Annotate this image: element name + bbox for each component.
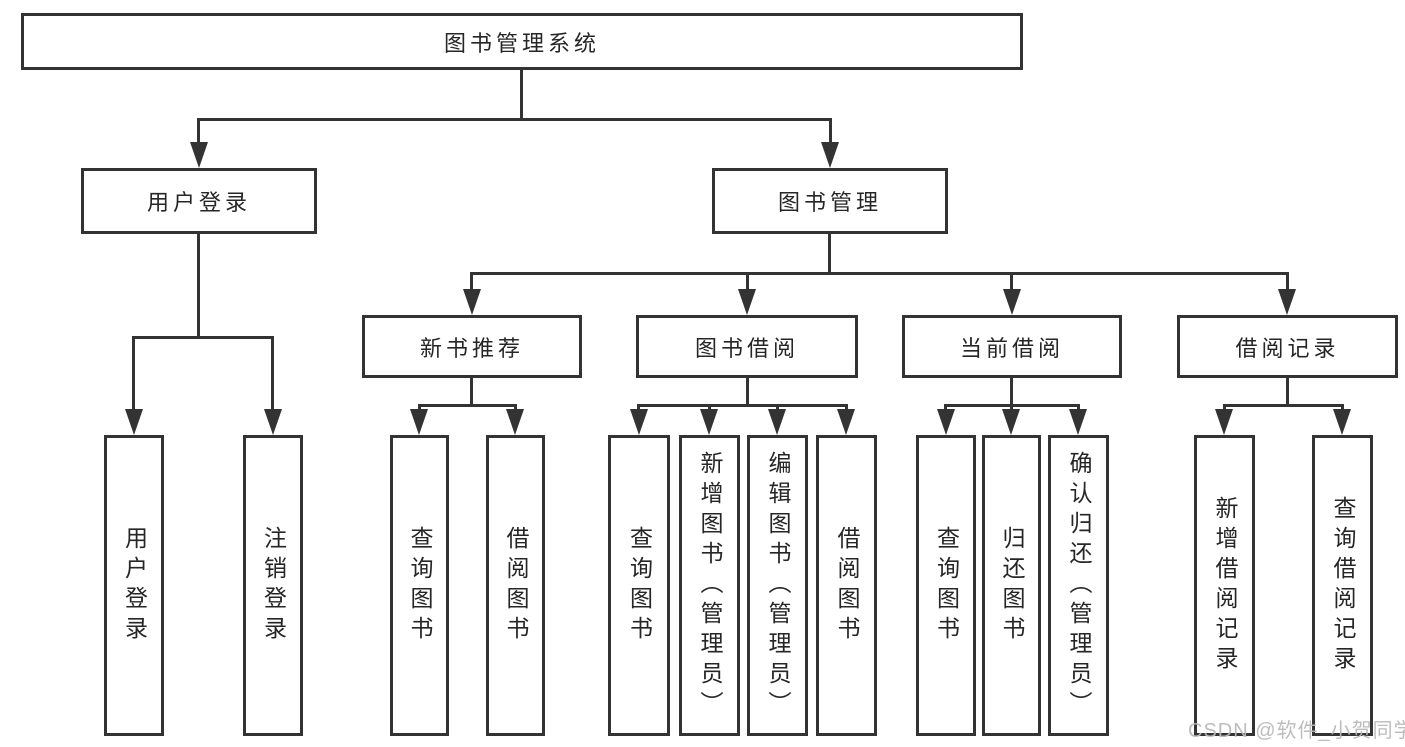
connector-level3-branch bbox=[470, 272, 1289, 275]
connector-drop bbox=[1341, 404, 1344, 413]
leaf-query-books-current: 查询图书 bbox=[916, 435, 976, 736]
connector-borrow-records-stem bbox=[1286, 378, 1289, 406]
connector-drop bbox=[514, 404, 517, 413]
arrowhead-leaf bbox=[1069, 409, 1087, 435]
connector-new-book-rec-stem bbox=[470, 378, 473, 406]
connector-drop-user-login bbox=[197, 118, 200, 148]
leaf-borrow-books-rec: 借阅图书 bbox=[486, 435, 545, 736]
connector-borrow-records-branch bbox=[1223, 404, 1344, 407]
connector-book-borrow-branch bbox=[637, 404, 848, 407]
connector-drop-book-borrow bbox=[746, 272, 749, 294]
node-root: 图书管理系统 bbox=[21, 13, 1023, 70]
arrowhead-new-book-rec bbox=[463, 289, 481, 315]
arrowhead-leaf bbox=[1002, 409, 1020, 435]
connector-drop bbox=[637, 404, 640, 413]
connector-user-login-branch bbox=[132, 336, 274, 339]
leaf-user-login: 用户登录 bbox=[104, 435, 164, 736]
node-book-borrow: 图书借阅 bbox=[636, 315, 858, 378]
arrowhead-user-login bbox=[190, 142, 208, 168]
connector-drop-current-borrow bbox=[1010, 272, 1013, 294]
connector-drop-leaf-logout bbox=[271, 336, 274, 414]
connector-drop-leaf-login bbox=[132, 336, 135, 414]
node-borrow-records: 借阅记录 bbox=[1177, 315, 1398, 378]
node-current-borrow: 当前借阅 bbox=[902, 315, 1122, 378]
arrowhead-current-borrow bbox=[1003, 289, 1021, 315]
connector-current-borrow-stem bbox=[1010, 378, 1013, 406]
connector-root-stem bbox=[520, 69, 523, 120]
connector-book-borrow-stem bbox=[746, 378, 749, 406]
leaf-add-books-admin: 新增图书（管理员） bbox=[679, 435, 740, 736]
leaf-confirm-return-admin: 确认归还（管理员） bbox=[1048, 435, 1109, 736]
connector-new-book-rec-branch bbox=[418, 404, 517, 407]
arrowhead-leaf-login bbox=[125, 409, 143, 435]
leaf-edit-books-admin: 编辑图书（管理员） bbox=[747, 435, 808, 736]
arrowhead-leaf bbox=[1215, 409, 1233, 435]
leaf-logout: 注销登录 bbox=[243, 435, 303, 736]
csdn-watermark: CSDN @软件_小贺同学 bbox=[1188, 720, 1405, 742]
connector-drop bbox=[418, 404, 421, 413]
node-new-book-rec: 新书推荐 bbox=[362, 315, 582, 378]
connector-drop bbox=[776, 404, 779, 413]
arrowhead-leaf bbox=[506, 409, 524, 435]
connector-book-mgmt-stem bbox=[828, 234, 831, 275]
connector-drop bbox=[1077, 404, 1080, 413]
leaf-borrow-books: 借阅图书 bbox=[816, 435, 877, 736]
arrowhead-leaf bbox=[937, 409, 955, 435]
connector-drop-new-book-rec bbox=[470, 272, 473, 294]
connector-level2-branch bbox=[197, 118, 832, 121]
leaf-add-borrow-record: 新增借阅记录 bbox=[1194, 435, 1255, 736]
node-user-login: 用户登录 bbox=[81, 168, 317, 234]
connector-drop bbox=[845, 404, 848, 413]
arrowhead-book-borrow bbox=[738, 289, 756, 315]
connector-user-login-stem bbox=[197, 234, 200, 338]
leaf-return-books: 归还图书 bbox=[982, 435, 1041, 736]
arrowhead-leaf bbox=[630, 409, 648, 435]
arrowhead-leaf bbox=[410, 409, 428, 435]
node-book-mgmt: 图书管理 bbox=[712, 168, 948, 234]
arrowhead-leaf bbox=[1333, 409, 1351, 435]
arrowhead-leaf bbox=[700, 409, 718, 435]
leaf-query-books-rec: 查询图书 bbox=[390, 435, 449, 736]
arrowhead-leaf bbox=[768, 409, 786, 435]
connector-drop-borrow-records bbox=[1286, 272, 1289, 294]
arrowhead-leaf bbox=[837, 409, 855, 435]
leaf-query-borrow-record: 查询借阅记录 bbox=[1312, 435, 1373, 736]
connector-drop bbox=[1010, 404, 1013, 413]
connector-drop-book-mgmt bbox=[829, 118, 832, 148]
connector-drop bbox=[944, 404, 947, 413]
leaf-query-books-borrow: 查询图书 bbox=[608, 435, 670, 736]
arrowhead-book-mgmt bbox=[821, 142, 839, 168]
connector-drop bbox=[708, 404, 711, 413]
connector-drop bbox=[1223, 404, 1226, 413]
arrowhead-borrow-records bbox=[1278, 289, 1296, 315]
arrowhead-leaf-logout bbox=[264, 409, 282, 435]
